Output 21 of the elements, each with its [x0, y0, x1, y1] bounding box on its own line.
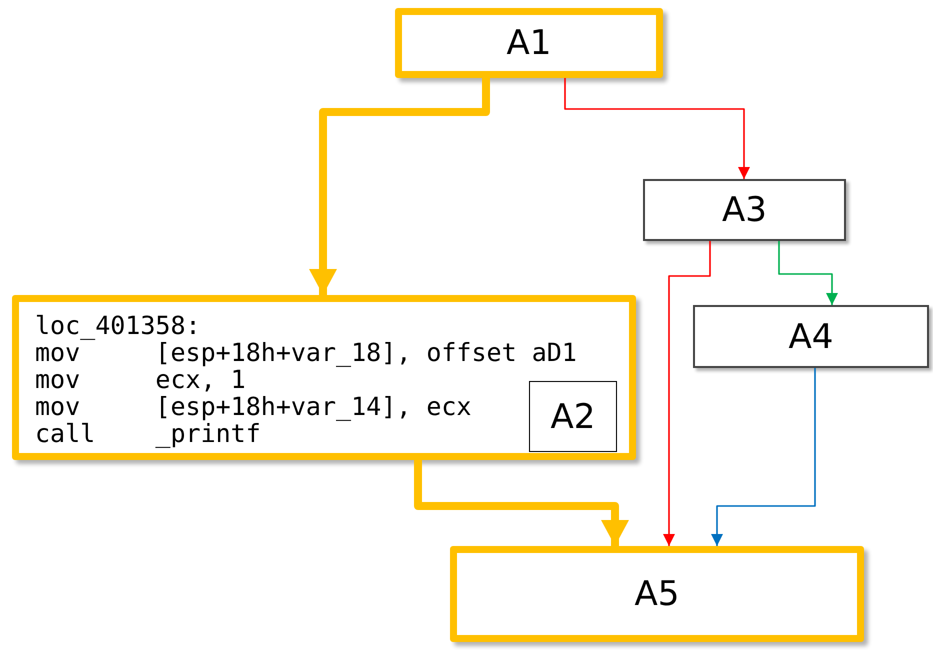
block-box	[395, 8, 663, 78]
arrow	[663, 241, 711, 546]
arrow	[564, 78, 750, 179]
block-label: A5	[634, 577, 680, 611]
arrow	[711, 368, 816, 546]
block-label: A4	[788, 320, 834, 354]
block-box	[529, 381, 617, 452]
arrow	[778, 241, 838, 305]
block-label: A3	[722, 193, 767, 227]
block-box	[450, 546, 864, 642]
block-label: A2	[550, 400, 596, 434]
code-line: mov [esp+18h+var_14], ecx	[35, 393, 472, 420]
code-block-box	[12, 295, 636, 460]
code-line: mov ecx, 1	[35, 366, 246, 393]
block-box	[643, 179, 846, 241]
code-line: mov [esp+18h+var_18], offset aD1	[35, 339, 577, 366]
block-box	[693, 305, 929, 368]
arrow	[414, 460, 629, 546]
code-line: call _printf	[35, 420, 261, 447]
block-label: A1	[506, 26, 552, 60]
code-line: loc_401358:	[35, 312, 201, 339]
